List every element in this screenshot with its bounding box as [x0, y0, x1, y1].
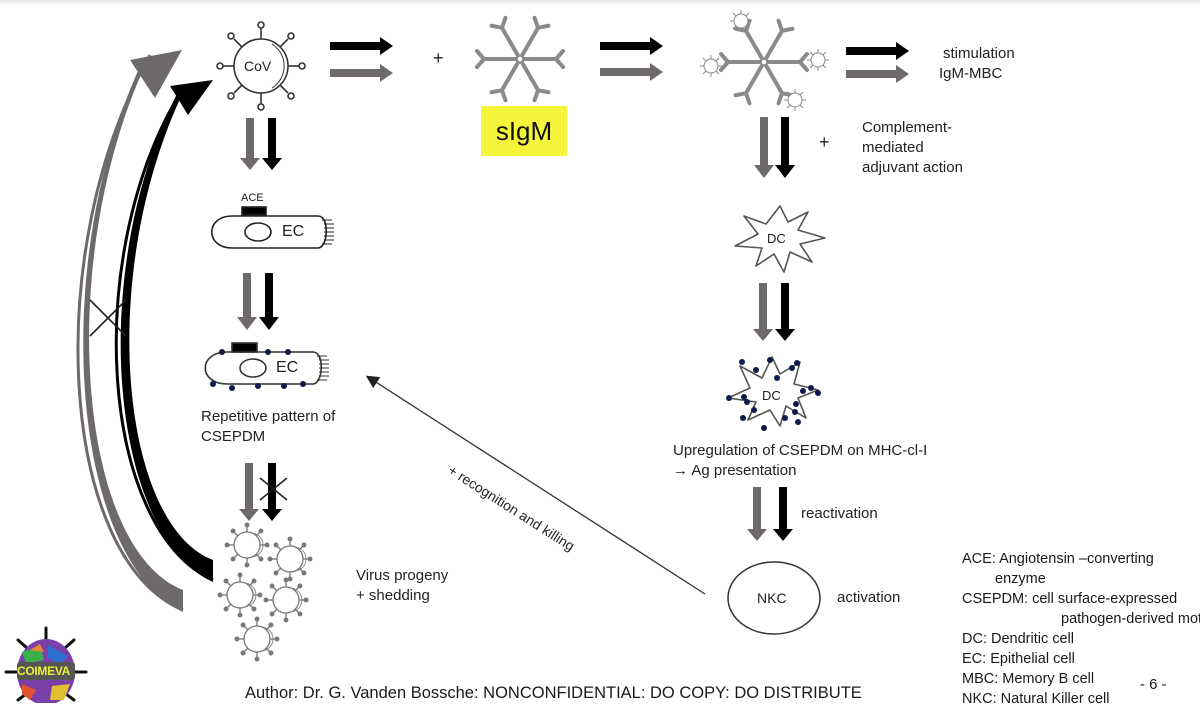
virus-progeny-label-line2: + shedding: [356, 587, 430, 604]
epithelial-cell-icon: [210, 206, 334, 249]
blocked-cross-mark: [89, 299, 127, 337]
legend-item-ace-cont: enzyme: [995, 571, 1046, 587]
legend-item-dc: DC: Dendritic cell: [962, 631, 1074, 647]
blocked-arrow-cross: [259, 477, 288, 501]
ec-label-1: EC: [282, 223, 305, 240]
slide-top-bar: [0, 0, 1200, 6]
dc-label-2: DC: [762, 388, 781, 403]
legend-item-csepdm: CSEPDM: cell surface-expressed: [962, 591, 1178, 607]
upregulation-label-line1: Upregulation of CSEPDM on MHC-cl-I: [673, 442, 928, 459]
epithelial-cell-motif-icon: [204, 342, 329, 391]
reactivation-label: reactivation: [801, 505, 878, 522]
activation-label: activation: [837, 589, 901, 606]
virus-progeny-label-line1: Virus progeny: [356, 567, 449, 584]
arrow-pair-cov-to-plus: [330, 37, 393, 82]
plus-sign-complement: +: [819, 132, 830, 152]
cov-label: CoV: [244, 58, 272, 74]
dendritic-cell-icon: [734, 205, 826, 273]
legend-item-csepdm-cont: pathogen-derived motif: [1061, 611, 1200, 627]
ace-label: ACE: [241, 192, 264, 204]
virus-progeny-icons: [217, 522, 313, 662]
arrow-pair-ec-to-ec-motif: [237, 273, 279, 330]
nkc-label: NKC: [757, 590, 787, 606]
ec-label-2: EC: [276, 359, 299, 376]
sigm-virus-complex-icon: [699, 10, 830, 112]
igm-mbc-label: IgM-MBC: [939, 65, 1003, 82]
upregulation-label-line2: → Ag presentation: [673, 462, 797, 479]
repetitive-pattern-label-line2: CSEPDM: [201, 428, 266, 445]
page-number: - 6 -: [1140, 676, 1167, 693]
nk-cell-icon: [727, 561, 821, 635]
plus-sign-top: +: [433, 48, 444, 68]
curved-arrow-gray: [76, 50, 184, 612]
legend-item-ec: EC: Epithelial cell: [962, 651, 1075, 667]
arrow-pair-cov-to-ec: [240, 118, 282, 170]
repetitive-pattern-label-line1: Repetitive pattern of: [201, 408, 336, 425]
cov-virus-icon: [216, 21, 306, 111]
arrow-pair-dc-to-dc-motif: [753, 283, 795, 341]
dc-label-1: DC: [767, 231, 786, 246]
sigm-label: sIgM: [481, 106, 567, 156]
arrow-pair-complex-to-stimulation: [846, 42, 909, 83]
csepdm-motif-dots: [210, 349, 306, 391]
complement-label-line2: mediated: [862, 139, 924, 156]
complement-label-line1: Complement-: [862, 119, 953, 136]
legend-item-mbc: MBC: Memory B cell: [962, 671, 1095, 687]
logo-text: COIMEVA: [17, 664, 71, 678]
stimulation-label: stimulation: [943, 45, 1015, 62]
abbreviation-legend: ACE: Angiotensin –converting enzyme CSEP…: [962, 549, 1200, 709]
dendritic-cell-motif-icon: [726, 356, 821, 431]
coimeva-logo: [4, 626, 88, 703]
arrow-pair-complex-to-dc: [754, 117, 795, 178]
arrow-pair-ec-to-progeny: [239, 463, 288, 521]
footer-author: Author: Dr. G. Vanden Bossche: NONCONFID…: [245, 684, 862, 702]
arrow-pair-sigm-to-complex: [600, 37, 663, 81]
arrow-pair-dc-to-nkc: [747, 487, 793, 541]
ace-receptor: [241, 206, 267, 216]
sigm-pentamer-icon: [475, 15, 565, 103]
curved-arrow-black: [114, 80, 214, 582]
recognition-killing-arrow: [365, 375, 706, 595]
legend-item-ace: ACE: Angiotensin –converting: [962, 551, 1154, 567]
complement-label-line3: adjuvant action: [862, 159, 963, 176]
